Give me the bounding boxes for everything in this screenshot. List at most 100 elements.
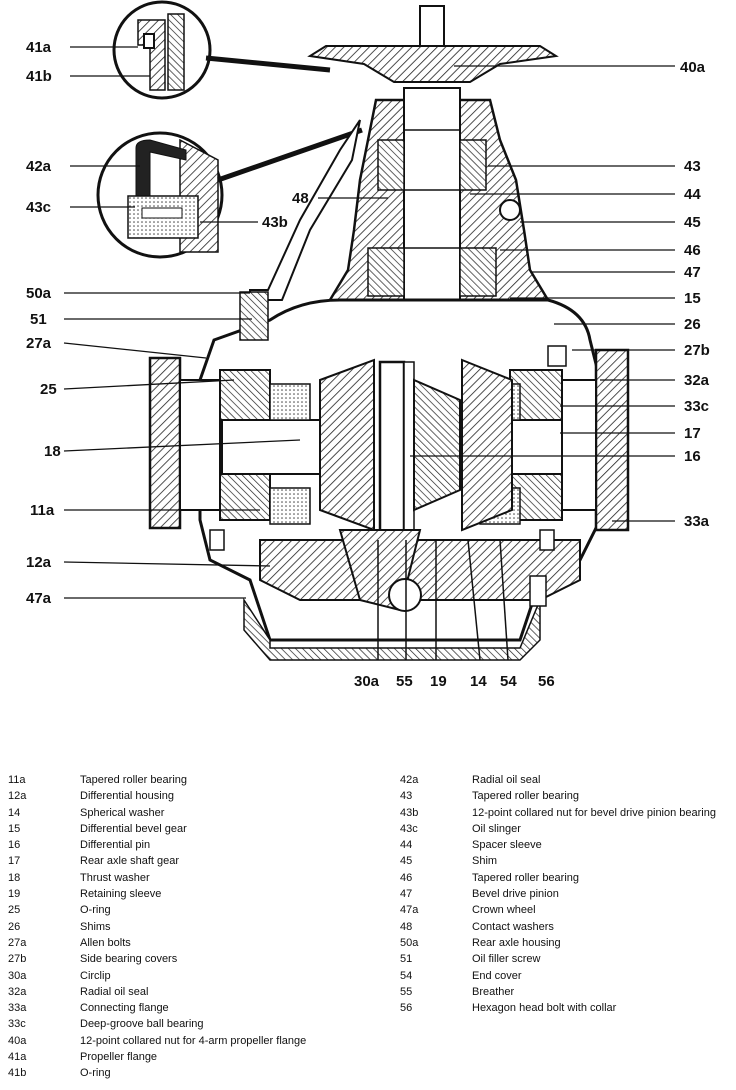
callout-32a: 32a (684, 372, 710, 389)
legend-part-number: 47 (400, 888, 413, 901)
leader-lines (63, 46, 675, 599)
callout-26: 26 (684, 316, 701, 333)
legend-part-number: 40a (8, 1034, 27, 1047)
legend-part-description: Bevel drive pinion (472, 888, 559, 901)
legend-part-description: Differential bevel gear (80, 822, 187, 835)
legend-part-number: 25 (8, 904, 21, 917)
callout-15: 15 (684, 290, 701, 307)
legend-part-number: 56 (400, 1002, 413, 1015)
legend-part-number: 43c (400, 822, 418, 835)
legend-part-description: Spherical washer (80, 806, 165, 819)
legend-part-description: Retaining sleeve (80, 888, 162, 901)
legend-part-number: 45 (400, 855, 413, 868)
callout-43: 43 (684, 158, 701, 175)
legend-part-number: 33c (8, 1018, 26, 1031)
legend-part-description: Rear axle shaft gear (80, 855, 180, 868)
legend-part-number: 15 (8, 822, 21, 835)
legend-row: 18 Thrust washer (8, 870, 388, 886)
legend-part-number: 44 (400, 839, 413, 852)
legend-row: 43c Oil slinger (400, 821, 730, 837)
legend-part-description: Shims (80, 920, 111, 933)
legend-part-number: 16 (8, 839, 21, 852)
callout-33a: 33a (684, 513, 710, 530)
legend-part-number: 27a (8, 936, 27, 949)
legend-row: 27a Allen bolts (8, 935, 388, 951)
legend-part-description: O-ring (80, 904, 111, 917)
callout-47: 47 (684, 264, 701, 281)
legend-part-description: Tapered roller bearing (472, 790, 580, 803)
legend-part-number: 41a (8, 1051, 27, 1064)
legend-part-description: Side bearing covers (80, 953, 178, 966)
callout-54: 54 (500, 673, 517, 690)
legend-part-number: 32a (8, 985, 27, 998)
legend-part-number: 43 (400, 790, 413, 803)
legend-part-description: Thrust washer (80, 871, 150, 884)
rear-axle-housing-tube (239, 119, 361, 341)
callout-46: 46 (684, 242, 701, 259)
callout-48: 48 (292, 190, 309, 207)
legend-part-description: Circlip (80, 969, 111, 982)
legend-part-description: Crown wheel (472, 904, 536, 917)
legend-part-number: 12a (8, 790, 27, 803)
legend-part-number: 50a (400, 936, 419, 949)
legend-part-number: 51 (400, 953, 413, 966)
legend-row: 47 Bevel drive pinion (400, 886, 730, 902)
legend-part-number: 33a (8, 1002, 27, 1015)
legend-row: 51 Oil filler screw (400, 951, 730, 967)
callout-50a: 50a (26, 285, 52, 302)
legend-part-number: 18 (8, 871, 21, 884)
legend-part-description: Differential pin (80, 839, 151, 852)
legend-part-number: 17 (8, 855, 21, 868)
legend-part-description: Oil slinger (472, 822, 521, 835)
legend-part-description: Oil filler screw (472, 953, 541, 966)
legend-part-number: 30a (8, 969, 27, 982)
callout-14: 14 (470, 673, 487, 690)
callout-44: 44 (684, 186, 701, 203)
propeller-flange (307, 5, 559, 83)
callout-17: 17 (684, 425, 701, 442)
legend-part-number: 46 (400, 871, 413, 884)
legend-part-description: 12-point collared nut for bevel drive pi… (472, 806, 716, 819)
legend-row: 32a Radial oil seal (8, 984, 388, 1000)
legend-part-description: Breather (472, 985, 515, 998)
legend-row: 43 Tapered roller bearing (400, 788, 730, 804)
legend-row: 17 Rear axle shaft gear (8, 853, 388, 869)
callout-45: 45 (684, 214, 701, 231)
detail-circle-41 (112, 0, 331, 100)
legend-row: 45 Shim (400, 853, 730, 869)
callout-33c: 33c (684, 398, 709, 415)
callout-25: 25 (40, 381, 57, 398)
differential-cutaway-diagram: 41a 41b 42a 43c 50a 51 27a 25 18 11a 12a… (26, 0, 710, 690)
legend-part-description: End cover (472, 969, 522, 982)
legend-part-description: Radial oil seal (80, 985, 149, 998)
legend-part-description: Propeller flange (80, 1051, 158, 1064)
legend-part-description: Allen bolts (80, 936, 131, 949)
legend-row: 12a Differential housing (8, 788, 388, 804)
legend-part-number: 55 (400, 985, 413, 998)
callout-42a: 42a (26, 158, 52, 175)
legend-part-number: 42a (400, 774, 419, 786)
legend-part-number: 54 (400, 969, 413, 982)
callout-43c: 43c (26, 199, 51, 216)
legend-part-description: Shim (472, 855, 498, 868)
legend-part-description: Differential housing (80, 790, 174, 803)
callout-16: 16 (684, 448, 701, 465)
legend-part-number: 43b (400, 806, 419, 819)
callout-18: 18 (44, 443, 61, 460)
callout-27b: 27b (684, 342, 710, 359)
legend-part-description: O-ring (80, 1067, 111, 1080)
callout-19: 19 (430, 673, 447, 690)
callout-47a: 47a (26, 590, 52, 607)
legend-part-description: 12-point collared nut for 4-arm propelle… (80, 1034, 307, 1047)
callout-41b: 41b (26, 68, 52, 85)
legend-row: 30a Circlip (8, 968, 388, 984)
